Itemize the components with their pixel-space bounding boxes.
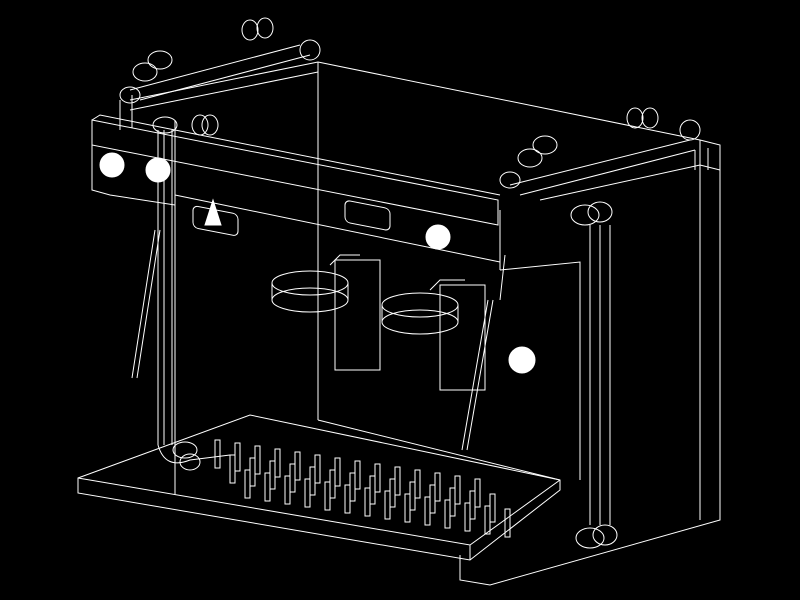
drip-tray-pin: [414, 469, 421, 499]
drip-tray-pin: [304, 478, 311, 508]
drip-tray-pin: [424, 496, 431, 526]
drip-tray-pin: [294, 451, 301, 481]
knobs: [99, 152, 536, 374]
drip-tray-pin: [254, 445, 261, 475]
front-top-bar: [91, 61, 501, 263]
drip-tray-pin: [429, 484, 436, 514]
drip-tray-pin: [314, 454, 321, 484]
base-plate: [77, 414, 561, 561]
drip-tray-pin: [389, 478, 396, 508]
drip-tray-pin: [364, 487, 371, 517]
drip-tray-pin: [214, 439, 221, 469]
steam-wands: [131, 229, 506, 451]
drip-tray-pin: [264, 472, 271, 502]
drip-tray-pin: [334, 457, 341, 487]
drip-tray-pin: [484, 505, 491, 535]
drip-tray-pin: [394, 466, 401, 496]
drip-tray-pin: [449, 487, 456, 517]
drip-tray-pin: [349, 472, 356, 502]
group-heads: [271, 254, 486, 391]
drip-tray-pin: [409, 481, 416, 511]
drip-tray-pin: [269, 460, 276, 490]
drip-tray-pin: [309, 466, 316, 496]
drip-tray-pin: [229, 454, 236, 484]
drip-tray-pin: [384, 490, 391, 520]
drip-tray-pin: [444, 499, 451, 529]
drip-tray-pin: [344, 484, 351, 514]
drip-tray-pin: [369, 475, 376, 505]
drip-tray-pin: [324, 481, 331, 511]
drip-tray-pin: [469, 490, 476, 520]
drip-tray-pin: [234, 442, 241, 472]
drip-tray-pin: [374, 463, 381, 493]
drip-tray-pin: [284, 475, 291, 505]
pipe-frame-right: [499, 107, 709, 549]
pipe-frame-left: [119, 17, 321, 471]
drip-tray-pin: [474, 478, 481, 508]
drip-tray-pin: [289, 463, 296, 493]
drip-tray-pin: [454, 475, 461, 505]
drip-tray-pin: [354, 460, 361, 490]
display-windows: [192, 200, 391, 236]
drip-tray-pin: [329, 469, 336, 499]
drip-tray-grid: [214, 439, 511, 538]
drip-tray-pin: [249, 457, 256, 487]
drip-tray-pin: [274, 448, 281, 478]
drip-tray-pin: [464, 502, 471, 532]
drip-tray-pin: [489, 493, 496, 523]
drip-tray-pin: [504, 508, 511, 538]
cabinet-body: [174, 61, 721, 586]
drip-tray-pin: [434, 472, 441, 502]
drip-tray-pin: [404, 493, 411, 523]
drip-tray-pin: [244, 469, 251, 499]
